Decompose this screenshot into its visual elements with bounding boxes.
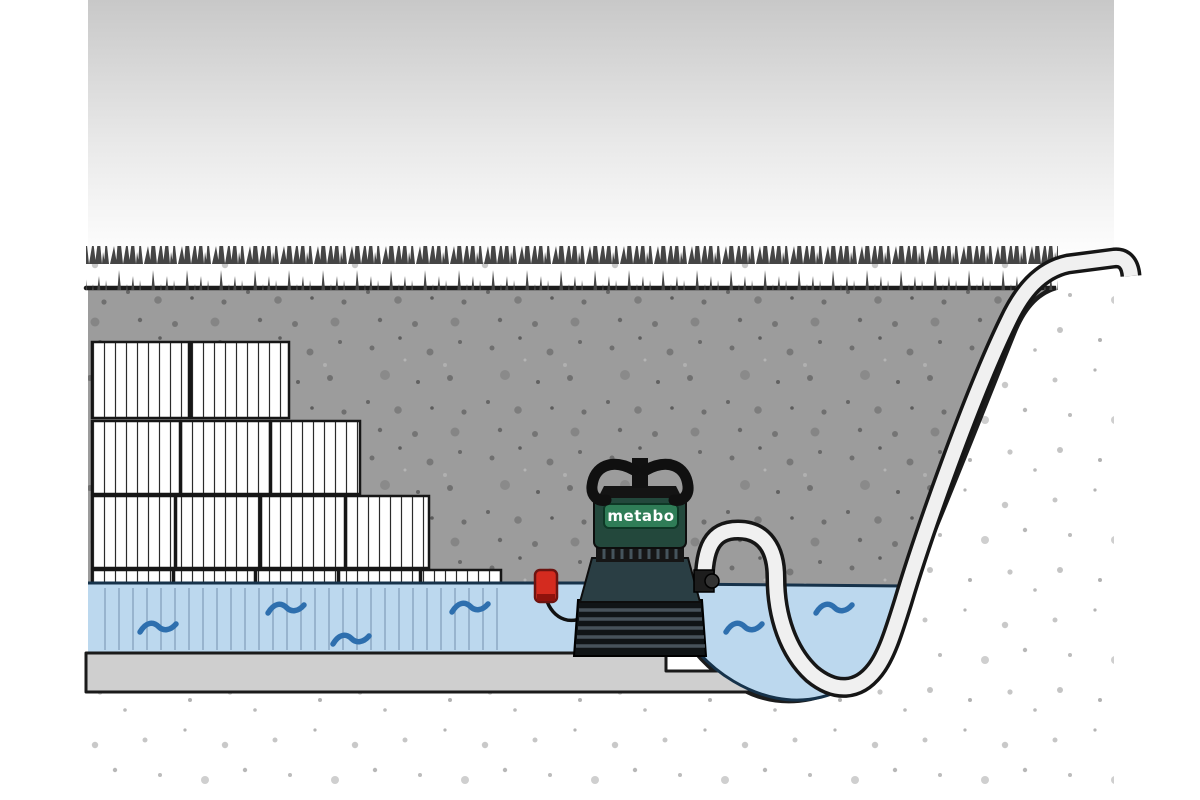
pump-brand-label: metabo xyxy=(607,507,674,525)
pump-handle-right xyxy=(640,458,694,506)
submerged-brick-texture xyxy=(92,588,502,650)
pump-base-ribs xyxy=(576,608,705,648)
brick-stack xyxy=(269,419,362,496)
sky xyxy=(88,0,1114,262)
brick-stack xyxy=(189,340,291,420)
float-switch xyxy=(533,568,559,604)
pump-top-cap xyxy=(598,486,682,498)
drainage-hose xyxy=(693,247,1142,698)
brick-stack xyxy=(259,494,347,570)
brick-stack xyxy=(90,419,182,496)
pump-lower-body xyxy=(578,557,702,603)
hose-body xyxy=(697,250,1138,695)
brick-stack xyxy=(90,340,191,420)
float-switch-base xyxy=(537,594,555,601)
pump-brand-plate xyxy=(603,503,679,529)
brick-stack xyxy=(90,494,177,570)
brick-stack xyxy=(174,494,262,570)
brick-stack xyxy=(179,419,272,496)
grass xyxy=(86,246,1058,290)
pump-handle-left xyxy=(586,458,640,506)
submersible-pump: metabo xyxy=(572,458,720,657)
brick-stack xyxy=(344,494,431,570)
hose-connector xyxy=(704,573,720,589)
